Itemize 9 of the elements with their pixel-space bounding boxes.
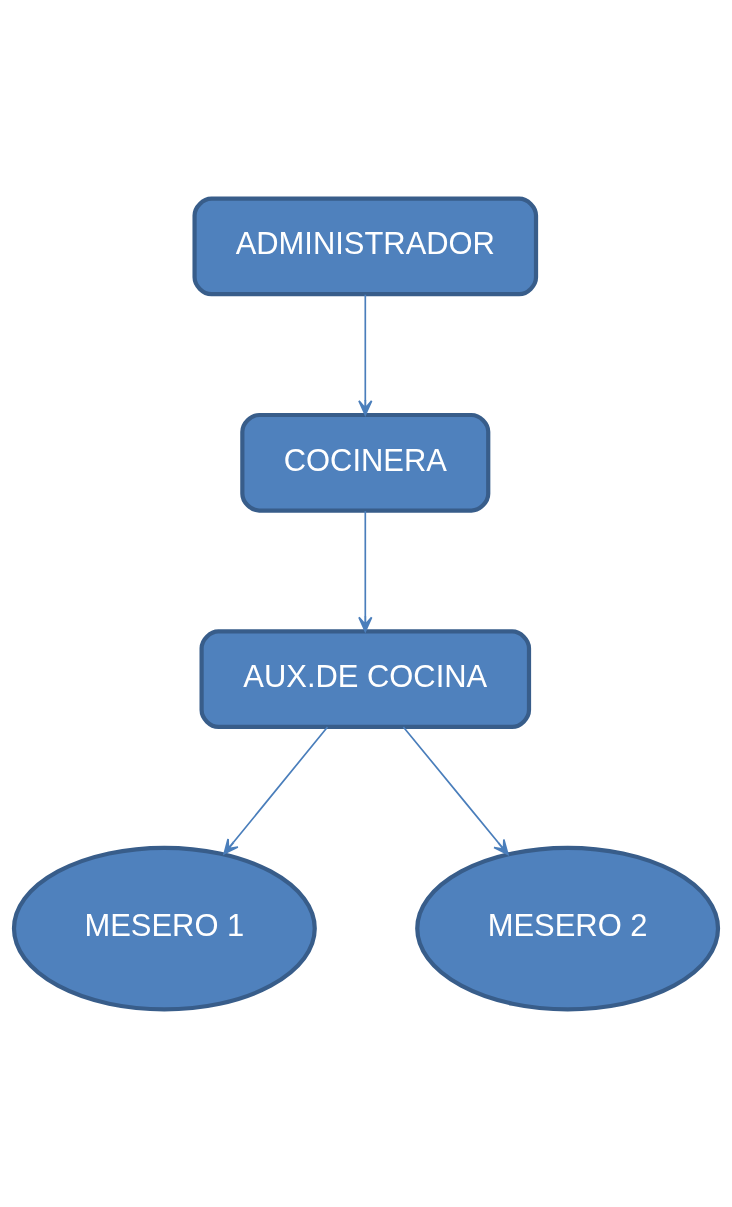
node-ellipse: MESERO 2 xyxy=(415,845,721,1011)
arrow xyxy=(358,293,373,416)
node-ellipse: MESERO 1 xyxy=(11,845,317,1011)
node-box: COCINERA xyxy=(240,412,491,513)
node-box: AUX.DE COCINA xyxy=(199,628,532,729)
arrow xyxy=(402,725,509,855)
arrow xyxy=(358,509,373,632)
arrow xyxy=(223,725,329,855)
node-box: ADMINISTRADOR xyxy=(192,196,539,296)
